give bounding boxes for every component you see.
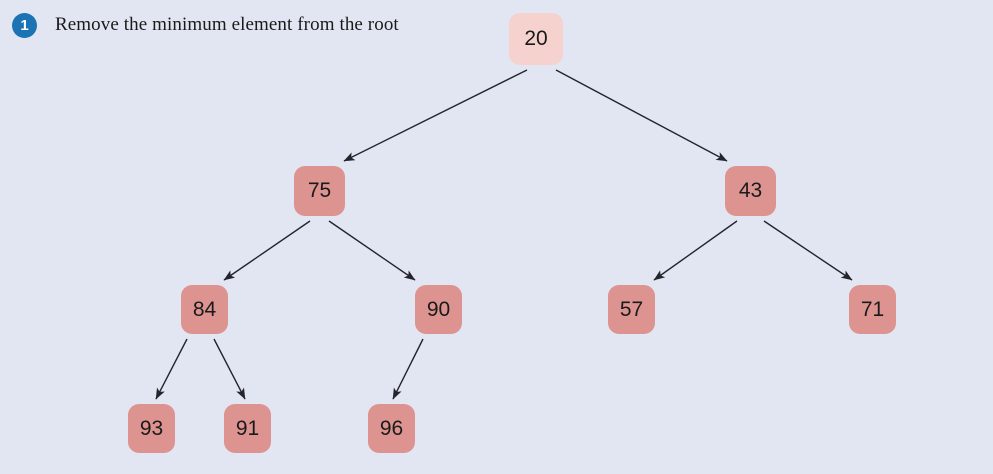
step-number-label: 1	[20, 17, 29, 34]
tree-node-93: 93	[128, 404, 175, 453]
tree-edge-n20-to-n75	[343, 69, 528, 162]
tree-node-43: 43	[725, 166, 776, 216]
tree-node-96: 96	[368, 404, 415, 453]
tree-edge-n84-to-n91	[213, 338, 246, 400]
tree-node-label: 57	[619, 297, 644, 321]
tree-node-57: 57	[608, 285, 655, 334]
tree-node-label: 43	[738, 179, 763, 202]
tree-node-75: 75	[294, 166, 345, 216]
tree-node-71: 71	[849, 285, 896, 334]
tree-edge-n90-to-n96	[392, 338, 424, 400]
tree-node-90: 90	[415, 285, 462, 334]
tree-node-label: 91	[235, 416, 260, 440]
tree-node-label: 84	[192, 297, 217, 321]
tree-node-label: 75	[307, 179, 332, 202]
tree-node-84: 84	[181, 285, 228, 334]
tree-node-label: 96	[379, 416, 404, 440]
tree-edge-n84-to-n93	[155, 338, 188, 400]
tree-node-label: 71	[860, 297, 885, 321]
tree-node-label: 90	[426, 297, 451, 321]
tree-node-label: 93	[139, 416, 164, 440]
tree-edge-n20-to-n43	[555, 69, 728, 162]
step-number-badge: 1	[12, 13, 37, 38]
tree-edge-n43-to-n57	[653, 220, 738, 281]
tree-node-label: 20	[524, 27, 548, 50]
tree-edge-n43-to-n71	[763, 220, 853, 281]
tree-edge-n75-to-n84	[223, 220, 311, 281]
tree-node-91: 91	[224, 404, 271, 453]
tree-node-20: 20	[509, 13, 563, 65]
tree-edge-n75-to-n90	[328, 220, 416, 281]
figure-caption: Remove the minimum element from the root	[55, 14, 399, 35]
